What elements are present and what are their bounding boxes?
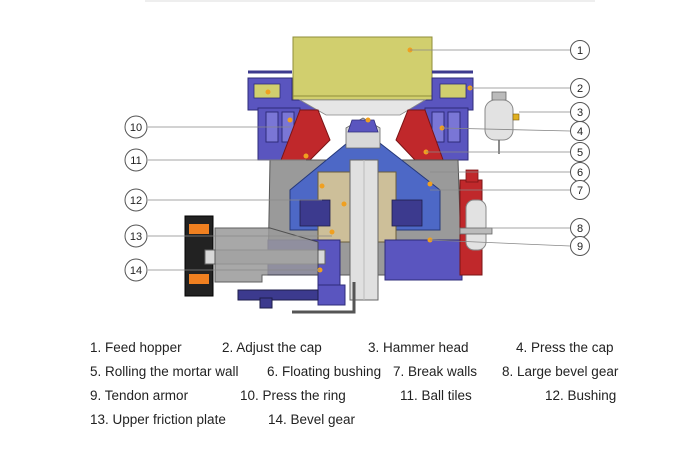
callout-3-label: 3 <box>577 107 583 119</box>
legend-item-7: 7. Break walls <box>393 364 477 379</box>
cone-crusher-diagram: 1 2 3 4 5 6 7 8 9 10 11 12 13 14 <box>0 0 690 330</box>
callouts-left: 10 11 12 13 14 <box>125 116 147 281</box>
callout-14: 14 <box>125 259 147 281</box>
callout-2-label: 2 <box>577 83 583 95</box>
legend-item-1: 1. Feed hopper <box>90 340 182 355</box>
callout-5-label: 5 <box>577 147 583 159</box>
callout-11-label: 11 <box>130 155 141 167</box>
legend-item-4: 4. Press the cap <box>516 340 614 355</box>
feed-hopper <box>293 37 432 100</box>
parts-legend: 1. Feed hopper 2. Adjust the cap 3. Hamm… <box>0 336 690 456</box>
callout-12: 12 <box>125 189 147 211</box>
callout-4-label: 4 <box>577 126 583 138</box>
callout-9-label: 9 <box>577 241 583 253</box>
callout-7-label: 7 <box>577 185 583 197</box>
callout-12-label: 12 <box>130 195 142 207</box>
callout-1-label: 1 <box>577 45 583 57</box>
legend-item-2: 2. Adjust the cap <box>222 340 322 355</box>
machine-illustration <box>185 37 519 312</box>
legend-item-5: 5. Rolling the mortar wall <box>90 364 239 379</box>
callout-4: 4 <box>571 122 590 141</box>
callout-10-label: 10 <box>130 122 142 134</box>
callout-6-label: 6 <box>577 167 583 179</box>
callout-8-label: 8 <box>577 223 583 235</box>
callout-2: 2 <box>571 79 590 98</box>
legend-item-3: 3. Hammer head <box>368 340 469 355</box>
callout-9: 9 <box>571 237 590 256</box>
callout-11: 11 <box>125 149 147 171</box>
legend-item-12: 12. Bushing <box>545 388 616 403</box>
callout-3: 3 <box>571 103 590 122</box>
callout-5: 5 <box>571 143 590 162</box>
legend-item-8: 8. Large bevel gear <box>502 364 618 379</box>
callout-8: 8 <box>571 219 590 238</box>
callout-13-label: 13 <box>130 231 142 243</box>
callout-7: 7 <box>571 181 590 200</box>
legend-item-9: 9. Tendon armor <box>90 388 188 403</box>
callout-13: 13 <box>125 225 147 247</box>
callouts-right: 1 2 3 4 5 6 7 8 9 <box>571 41 590 256</box>
legend-item-11: 11. Ball tiles <box>400 388 472 403</box>
callout-6: 6 <box>571 163 590 182</box>
callout-14-label: 14 <box>130 265 142 277</box>
callout-10: 10 <box>125 116 147 138</box>
hammer-head <box>348 120 378 132</box>
callout-1: 1 <box>571 41 590 60</box>
accumulator-top <box>485 92 519 154</box>
legend-item-6: 6. Floating bushing <box>267 364 381 379</box>
legend-item-10: 10. Press the ring <box>240 388 346 403</box>
legend-item-14: 14. Bevel gear <box>268 412 355 427</box>
legend-item-13: 13. Upper friction plate <box>90 412 226 427</box>
